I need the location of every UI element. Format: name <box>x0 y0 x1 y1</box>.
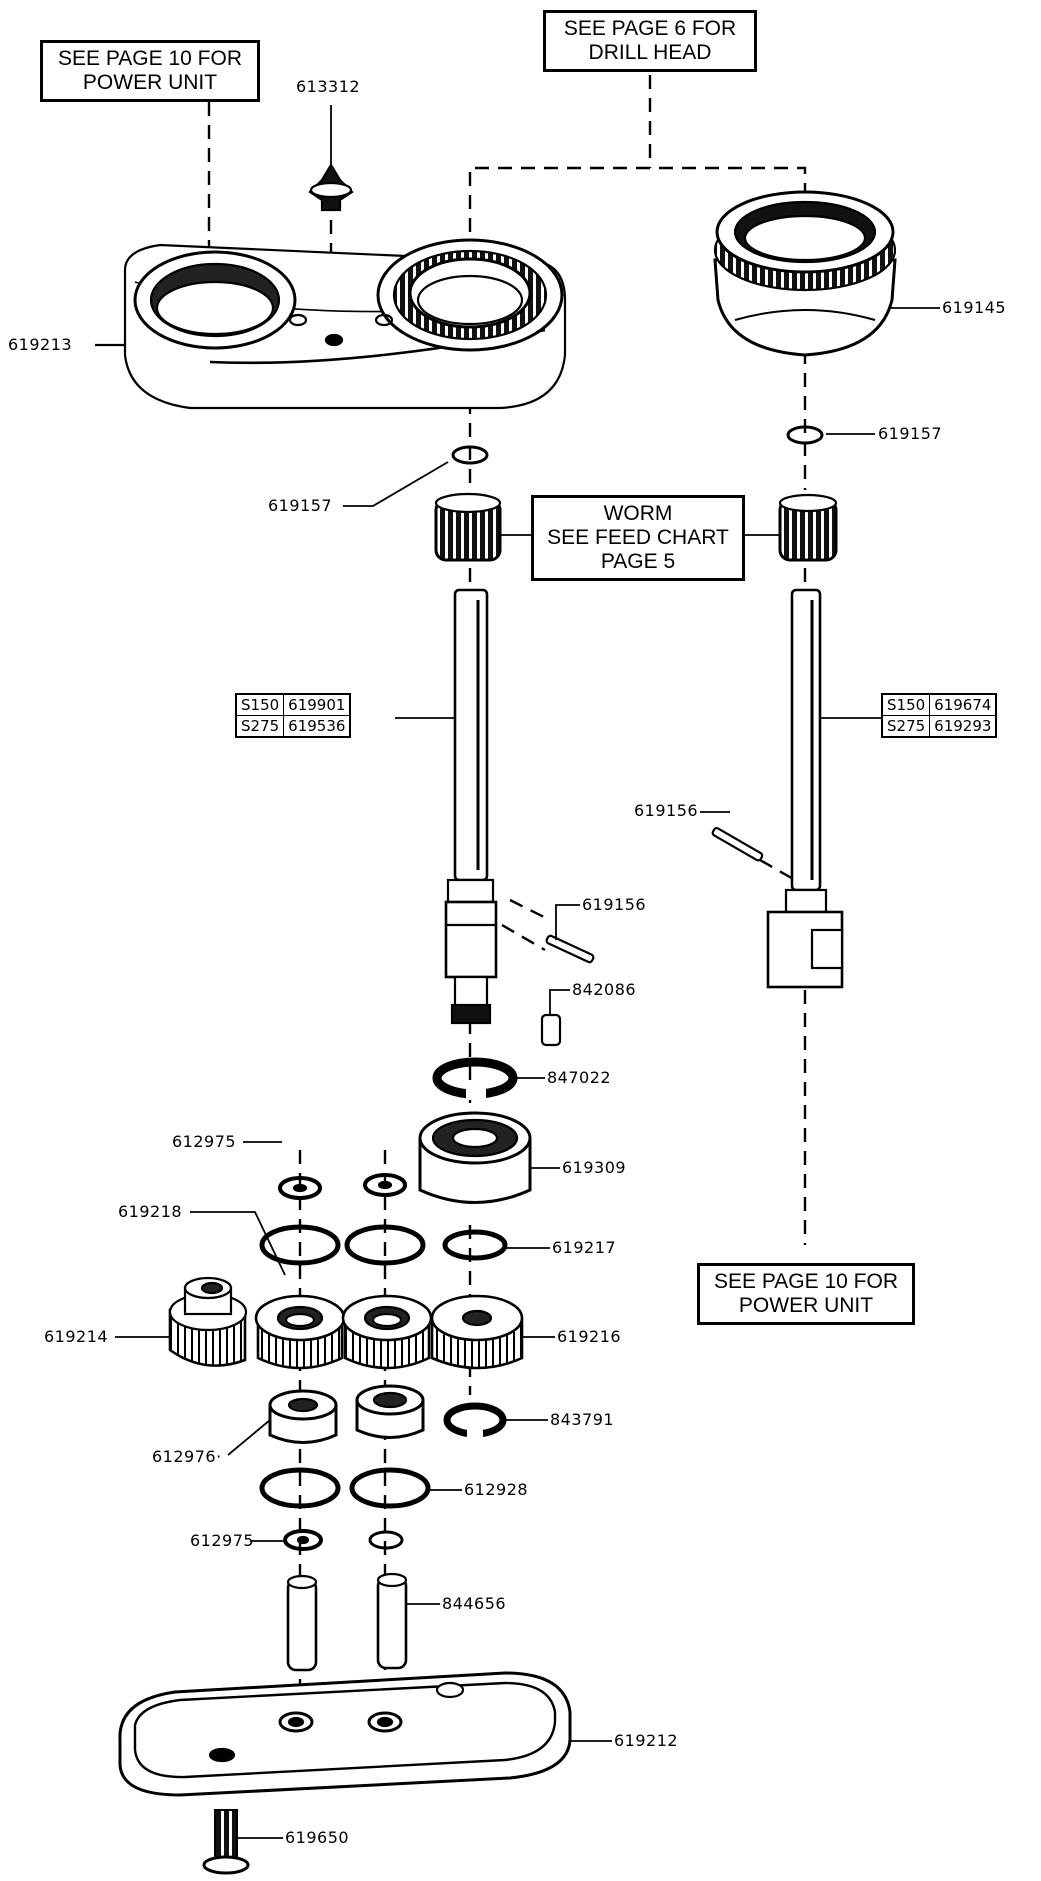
callout-line: SEE PAGE 6 FOR <box>563 17 737 40</box>
part-number-843791: 843791 <box>550 1410 615 1429</box>
callout-power-unit-top: SEE PAGE 10 FOR POWER UNIT <box>40 40 260 102</box>
part-cell: 619536 <box>283 715 351 738</box>
model-cell: S275 <box>235 715 285 738</box>
bearing-619309 <box>418 1111 532 1204</box>
spindle-left-table: S150 619901 S275 619536 <box>235 693 352 738</box>
part-number-612928: 612928 <box>464 1480 529 1499</box>
bushings-612976 <box>268 1384 425 1444</box>
gear-cluster <box>168 1276 524 1370</box>
washers-612928 <box>259 1467 431 1509</box>
callout-line: SEE FEED CHART <box>547 526 729 549</box>
thrust-washers <box>259 1173 508 1266</box>
part-number-619157-right: 619157 <box>878 424 943 443</box>
part-number-844656: 844656 <box>442 1594 507 1613</box>
spindle-left <box>444 588 498 1025</box>
part-number-619156-right: 619156 <box>634 801 699 820</box>
worm-left <box>434 492 502 562</box>
washers-612975-bottom <box>283 1529 404 1551</box>
callout-line: PAGE 5 <box>600 550 676 573</box>
part-number-619157-left: 619157 <box>268 496 333 515</box>
model-cell: S150 <box>881 693 931 716</box>
part-number-612976: 612976· <box>152 1447 222 1466</box>
part-number-619214: 619214 <box>44 1327 109 1346</box>
part-number-619156-left: 619156 <box>582 895 647 914</box>
snap-ring-619157-right <box>786 425 824 445</box>
callout-line: SEE PAGE 10 FOR <box>57 47 242 70</box>
table-row: S275 619293 <box>881 715 997 738</box>
cap-619145 <box>713 190 897 357</box>
part-number-613312: 613312 <box>296 77 361 96</box>
part-number-612975-bottom: 612975 <box>190 1531 255 1550</box>
pin-619156-left <box>545 934 595 964</box>
cover-plate-619212 <box>118 1671 572 1797</box>
part-number-619145: 619145 <box>942 298 1007 317</box>
callout-line: DRILL HEAD <box>588 41 712 64</box>
part-number-619309: 619309 <box>562 1158 627 1177</box>
callout-line: SEE PAGE 10 FOR <box>713 1270 898 1293</box>
leader-lines <box>95 105 940 1839</box>
model-cell: S150 <box>235 693 285 716</box>
worm-right <box>778 493 838 562</box>
spindle-right-table: S150 619674 S275 619293 <box>881 693 998 738</box>
retaining-ring-847022 <box>432 1057 518 1100</box>
fitting-613312 <box>308 162 354 212</box>
part-number-619212: 619212 <box>614 1731 679 1750</box>
snap-ring-619157-left <box>451 445 489 465</box>
part-number-842086: 842086 <box>572 980 637 999</box>
callout-power-unit-bottom: SEE PAGE 10 FOR POWER UNIT <box>697 1263 915 1325</box>
part-number-619218: 619218 <box>118 1202 183 1221</box>
part-cell: 619293 <box>929 715 997 738</box>
callout-worm: WORM SEE FEED CHART PAGE 5 <box>531 495 745 581</box>
part-number-847022: 847022 <box>547 1068 612 1087</box>
callout-line: WORM <box>603 502 673 525</box>
part-number-619213: 619213 <box>8 335 73 354</box>
part-number-619216: 619216 <box>557 1327 622 1346</box>
shafts-844656 <box>286 1572 408 1672</box>
callout-drill-head: SEE PAGE 6 FOR DRILL HEAD <box>543 10 757 72</box>
callout-line: POWER UNIT <box>82 71 218 94</box>
housing-619213 <box>95 238 567 410</box>
part-number-619650: 619650 <box>285 1828 350 1847</box>
part-number-619217: 619217 <box>552 1238 617 1257</box>
part-cell: 619901 <box>283 693 351 716</box>
snap-ring-843791 <box>443 1402 507 1438</box>
table-row: S150 619674 <box>881 693 997 716</box>
table-row: S275 619536 <box>235 715 351 738</box>
key-842086 <box>540 1013 562 1047</box>
part-number-612975-top: 612975 <box>172 1132 237 1151</box>
pin-619156-right <box>711 827 764 862</box>
part-cell: 619674 <box>929 693 997 716</box>
spindle-right <box>766 588 844 989</box>
table-row: S150 619901 <box>235 693 351 716</box>
model-cell: S275 <box>881 715 931 738</box>
screw-619650 <box>202 1809 250 1875</box>
callout-line: POWER UNIT <box>738 1294 874 1317</box>
